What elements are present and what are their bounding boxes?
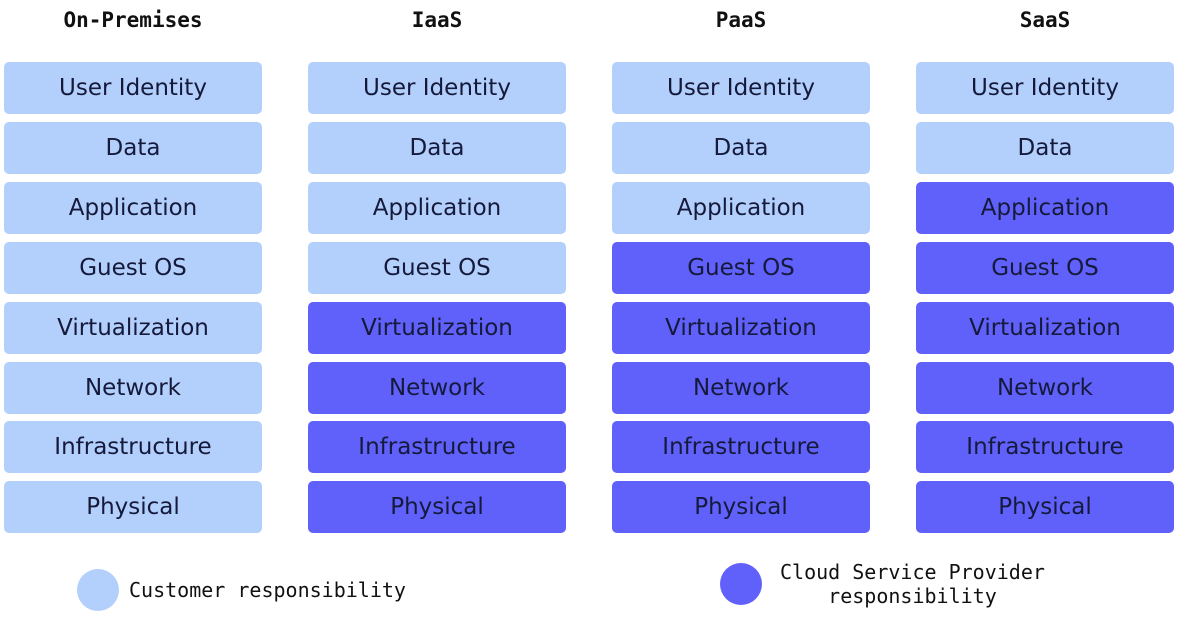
layer-user-identity: User Identity bbox=[612, 62, 870, 114]
legend-provider: Cloud Service Provider responsibility bbox=[720, 560, 1045, 608]
column-title: SaaS bbox=[1019, 8, 1071, 32]
provider-swatch-icon bbox=[720, 563, 762, 605]
layer-physical: Physical bbox=[916, 481, 1174, 533]
layer-application: Application bbox=[916, 182, 1174, 234]
layer-application: Application bbox=[308, 182, 566, 234]
layer-application: Application bbox=[612, 182, 870, 234]
column-title: On-Premises bbox=[63, 8, 203, 32]
layer-physical: Physical bbox=[612, 481, 870, 533]
legend-provider-label: Cloud Service Provider responsibility bbox=[780, 560, 1045, 608]
layer-virtualization: Virtualization bbox=[4, 302, 262, 354]
layer-guest-os: Guest OS bbox=[612, 242, 870, 294]
layer-user-identity: User Identity bbox=[916, 62, 1174, 114]
layer-infrastructure: Infrastructure bbox=[4, 421, 262, 473]
layer-physical: Physical bbox=[4, 481, 262, 533]
layer-physical: Physical bbox=[308, 481, 566, 533]
layer-guest-os: Guest OS bbox=[4, 242, 262, 294]
layer-infrastructure: Infrastructure bbox=[308, 421, 566, 473]
layer-network: Network bbox=[916, 362, 1174, 414]
legend-customer: Customer responsibility bbox=[77, 569, 406, 611]
layer-infrastructure: Infrastructure bbox=[916, 421, 1174, 473]
layer-virtualization: Virtualization bbox=[308, 302, 566, 354]
layer-user-identity: User Identity bbox=[4, 62, 262, 114]
layer-infrastructure: Infrastructure bbox=[612, 421, 870, 473]
layer-network: Network bbox=[4, 362, 262, 414]
layer-network: Network bbox=[612, 362, 870, 414]
layer-application: Application bbox=[4, 182, 262, 234]
layer-virtualization: Virtualization bbox=[612, 302, 870, 354]
layer-guest-os: Guest OS bbox=[916, 242, 1174, 294]
layer-virtualization: Virtualization bbox=[916, 302, 1174, 354]
legend-customer-label: Customer responsibility bbox=[129, 578, 406, 602]
column-title: PaaS bbox=[715, 8, 767, 32]
layer-data: Data bbox=[916, 122, 1174, 174]
layer-user-identity: User Identity bbox=[308, 62, 566, 114]
layer-data: Data bbox=[4, 122, 262, 174]
column-title: IaaS bbox=[411, 8, 463, 32]
layer-guest-os: Guest OS bbox=[308, 242, 566, 294]
layer-data: Data bbox=[308, 122, 566, 174]
layer-network: Network bbox=[308, 362, 566, 414]
customer-swatch-icon bbox=[77, 569, 119, 611]
layer-data: Data bbox=[612, 122, 870, 174]
